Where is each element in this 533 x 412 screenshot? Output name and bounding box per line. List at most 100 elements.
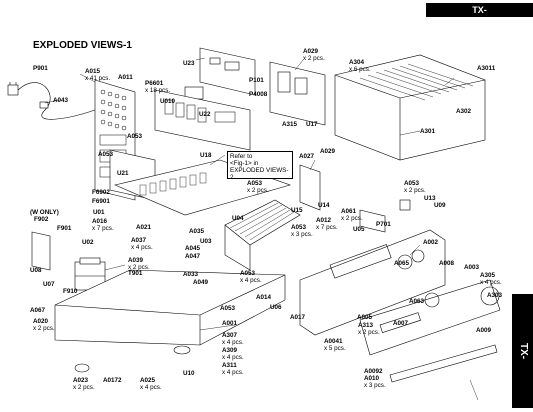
top-cover <box>334 54 486 161</box>
board-u17 <box>269 61 326 126</box>
part-label-a017: A017 <box>290 314 306 321</box>
reference-line-2: <Fig-1> in <box>230 160 259 167</box>
part-label-u06: U06 <box>270 304 282 311</box>
part-label-u21: U21 <box>117 170 129 177</box>
foot-u10 <box>173 345 191 355</box>
part-label-a047: A047 <box>185 253 201 260</box>
part-label-t901: T901 <box>128 270 143 277</box>
part-label-wonly: (W ONLY) <box>30 209 59 216</box>
part-label-a007: A007 <box>393 320 409 327</box>
part-label-u10: U10 <box>183 370 195 377</box>
part-label-u18: U18 <box>200 152 212 159</box>
part-label-a002: A002 <box>423 239 439 246</box>
part-label-u07: U07 <box>43 281 55 288</box>
part-label-a021: A021 <box>136 224 152 231</box>
part-label-u04: U04 <box>232 215 244 222</box>
part-label-u05: U05 <box>353 226 365 233</box>
part-label-a053g: A053 <box>220 305 236 312</box>
reference-line-1: Refer to <box>230 153 253 160</box>
reference-line-3: EXPLODED VIEWS-2 <box>230 167 289 181</box>
part-label-a303: A303 <box>487 292 503 299</box>
part-label-u17: U17 <box>306 121 318 128</box>
part-label-u02: U02 <box>82 239 94 246</box>
board-u18 <box>154 89 251 151</box>
part-label-a067: A067 <box>30 307 46 314</box>
part-label-a315: A315 <box>282 121 298 128</box>
front-face <box>359 279 501 356</box>
part-label-a049: A049 <box>193 279 209 286</box>
part-label-p901: P901 <box>33 65 48 72</box>
part-label-u22: U22 <box>199 111 211 118</box>
part-label-f6901: F6901 <box>92 198 110 205</box>
part-label-a045: A045 <box>185 245 201 252</box>
part-label-a053a: A053 <box>127 133 143 140</box>
bracket-f902 <box>31 231 51 271</box>
part-label-u13: U13 <box>424 195 436 202</box>
part-label-p101: P101 <box>249 77 264 84</box>
page-title: EXPLODED VIEWS-1 <box>33 40 132 51</box>
bracket-u14 <box>299 164 321 211</box>
part-u13 <box>399 199 411 211</box>
part-label-a029b: A029 <box>320 148 336 155</box>
part-label-a001: A001 <box>222 320 238 327</box>
part-label-a3011: A3011 <box>477 65 496 72</box>
leader-lines <box>44 57 479 401</box>
part-label-u15: U15 <box>291 207 303 214</box>
board-u23 <box>199 47 256 96</box>
part-a061 <box>359 209 386 233</box>
part-label-p4008: P4008 <box>249 91 268 98</box>
heatsink-u03 <box>224 199 301 271</box>
part-label-a008: A008 <box>439 260 455 267</box>
part-label-a301: A301 <box>420 128 436 135</box>
foot-a023 <box>74 363 90 373</box>
part-label-p701: P701 <box>376 221 391 228</box>
part-label-u09: U09 <box>434 202 446 209</box>
part-label-a035: A035 <box>189 228 205 235</box>
part-label-u01: U01 <box>93 209 105 216</box>
transformer-t901 <box>74 257 106 291</box>
part-label-f902: F902 <box>34 216 49 223</box>
part-label-f910: F910 <box>63 288 78 295</box>
part-label-a053b: A053 <box>98 151 114 158</box>
part-label-u010: U010 <box>160 98 176 105</box>
part-label-a011: A011 <box>118 74 133 81</box>
part-label-a065: A065 <box>394 260 410 267</box>
power-cord <box>7 82 101 120</box>
part-label-u03: U03 <box>200 238 212 245</box>
part-label-a014: A014 <box>256 294 272 301</box>
part-label-a302: A302 <box>456 108 472 115</box>
part-label-a033: A033 <box>183 271 199 278</box>
side-model-label: TX-SR605/SA605/SA8560 <box>500 294 533 408</box>
part-label-f6902: F6902 <box>92 189 110 196</box>
part-label-a0092: A0092 <box>364 368 383 375</box>
part-label-a027: A027 <box>299 153 315 160</box>
part-label-a063: A063 <box>409 298 425 305</box>
part-label-a003: A003 <box>464 264 480 271</box>
part-label-u23: U23 <box>183 60 195 67</box>
part-label-a009: A009 <box>476 327 492 334</box>
